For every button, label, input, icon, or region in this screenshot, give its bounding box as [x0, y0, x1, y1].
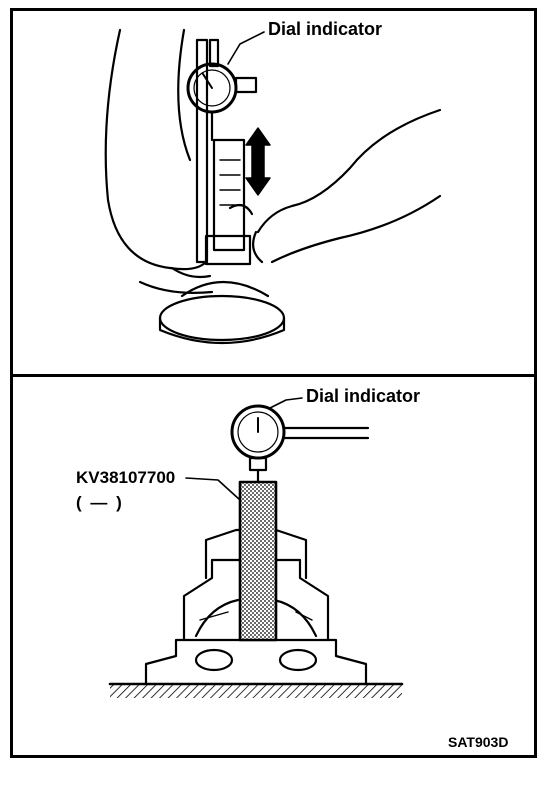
- tool-alt-number-label: ( — ): [76, 493, 124, 512]
- bottom-dial-indicator-label: Dial indicator: [306, 386, 421, 406]
- housing-top: [180, 280, 270, 298]
- dial-stem: [234, 76, 258, 94]
- indicator-rod: [195, 38, 209, 264]
- bottom-callout-leader: [269, 397, 303, 409]
- indicator-arm: [282, 426, 370, 440]
- spindle-nut: [204, 234, 252, 266]
- right-hand-outline: [256, 108, 442, 234]
- left-gear: [194, 598, 240, 638]
- case-base: [144, 638, 368, 686]
- spindle: [212, 138, 246, 252]
- flange-edge: [158, 316, 286, 345]
- rod-cap: [208, 38, 220, 68]
- tool-callout-leader: [185, 477, 241, 501]
- tool-number-label: KV38107700: [76, 468, 176, 487]
- right-gear: [272, 598, 318, 638]
- dial-inner: [193, 69, 231, 107]
- dial-needle: [202, 73, 213, 89]
- ground-hatch: [110, 684, 402, 698]
- gauge-block: [238, 480, 278, 642]
- up-down-arrow-icon: [245, 127, 271, 196]
- top-callout-leader: [227, 31, 265, 65]
- panel-divider: [10, 374, 537, 377]
- top-dial-indicator-label: Dial indicator: [268, 19, 383, 39]
- figure-frame: [10, 8, 537, 758]
- left-hand-outline: [104, 28, 208, 271]
- figure-code: SAT903D: [448, 734, 509, 750]
